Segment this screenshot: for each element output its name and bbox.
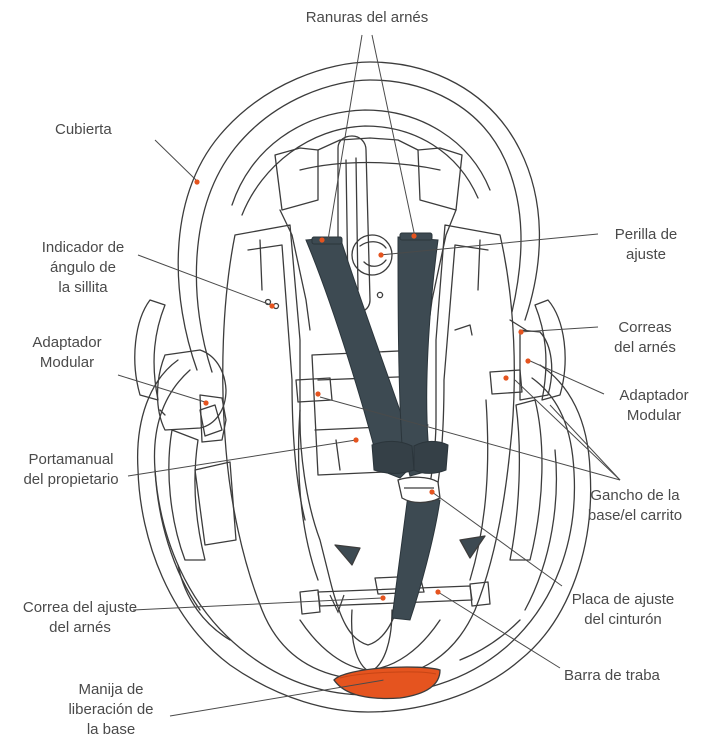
label-harness-straps: Correas del arnés <box>600 318 690 358</box>
label-harness-adjust-strap: Correa del ajuste del arnés <box>4 598 156 638</box>
leader-modular-adapter-left <box>118 375 205 402</box>
marker-manual-holder <box>353 437 358 442</box>
label-harness-slots: Ranuras del arnés <box>282 8 452 28</box>
label-modular-adapter-right: Adaptador Modular <box>606 386 702 426</box>
leader-harness-straps <box>520 327 598 332</box>
label-adjust-knob: Perilla de ajuste <box>598 225 694 265</box>
marker-belt-adjust-plate <box>429 489 434 494</box>
label-canopy: Cubierta <box>55 120 112 140</box>
marker-canopy <box>194 179 199 184</box>
marker-base-release-handle <box>383 677 388 682</box>
leader-canopy <box>155 140 196 180</box>
marker-base-hook-right <box>503 375 508 380</box>
marker-slot-left <box>319 237 324 242</box>
label-manual-holder: Portamanual del propietario <box>6 450 136 490</box>
label-angle-indicator: Indicador de ángulo de la sillita <box>18 238 148 298</box>
marker-slot-right <box>411 233 416 238</box>
leader-manual-holder <box>128 440 356 476</box>
marker-harness-straps <box>518 329 523 334</box>
chest-clip-left <box>372 441 414 473</box>
marker-lock-bar <box>435 589 440 594</box>
leader-base-release-handle <box>170 680 384 716</box>
harness-strap-right <box>398 237 438 476</box>
label-belt-adjust-plate: Placa de ajuste del cinturón <box>558 590 688 630</box>
marker-base-hook-left <box>315 391 320 396</box>
marker-modular-adapter-right <box>525 358 530 363</box>
label-base-hook: Gancho de la base/el carrito <box>570 486 700 526</box>
harness-slot-left <box>312 237 342 244</box>
leader-belt-adjust-plate <box>432 492 562 586</box>
leader-lock-bar <box>438 592 560 668</box>
label-modular-adapter-left: Adaptador Modular <box>8 333 126 373</box>
marker-adjust-knob <box>378 252 383 257</box>
label-base-release-handle: Manija de liberación de la base <box>48 680 174 740</box>
chest-clip-right <box>414 441 448 473</box>
leader-angle-indicator <box>138 255 271 305</box>
marker-modular-adapter-left <box>203 400 208 405</box>
leader-base-hook-3 <box>320 397 620 480</box>
marker-harness-adjust-strap <box>380 595 385 600</box>
marker-angle-indicator <box>269 303 274 308</box>
label-lock-bar: Barra de traba <box>564 666 660 686</box>
